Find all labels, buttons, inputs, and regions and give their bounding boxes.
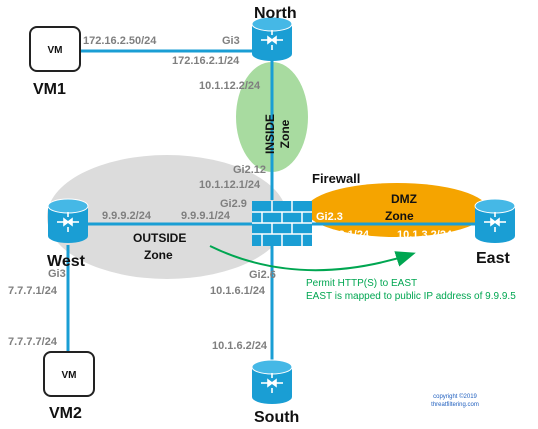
inside-zone-label: INSIDE Zone [263,114,292,154]
firewall-icon [252,201,312,246]
east-ip-label: 10.1.3.2/24 [397,229,453,241]
fw-gi26-ip-label: 10.1.6.1/24 [210,285,266,297]
west-gi3-label: Gi3 [48,268,66,280]
west-ip-label: 9.9.9.2/24 [102,210,152,222]
west-router-icon [47,198,89,244]
annotation-line2: EAST is mapped to public IP address of 9… [306,291,516,302]
north-label: North [254,5,297,22]
north-gi3-label: Gi3 [222,35,240,47]
vm1-label: VM1 [33,81,66,98]
fw-gi26-label: Gi2.6 [249,269,276,281]
traffic-arrow [209,245,416,272]
vm1-box-label: VM [48,45,63,56]
south-ip-label: 10.1.6.2/24 [212,340,268,352]
dmz-zone-label-2: Zone [385,209,414,223]
fw-gi23-label: Gi2.3 [316,211,343,223]
west-gi3-ip-label: 7.7.7.1/24 [8,285,58,297]
inside-zone-label-2: Zone [278,119,292,148]
vm2-ip-label: 7.7.7.7/24 [8,336,58,348]
north-gi3-ip-label: 172.16.2.1/24 [172,55,240,67]
outside-zone-label-1: OUTSIDE [133,231,186,245]
east-router-icon [474,198,516,244]
south-label: South [254,409,299,426]
outside-zone [47,155,287,279]
inside-zone-label-1: INSIDE [263,114,277,154]
vm2-label: VM2 [49,405,82,422]
annotation-line1: Permit HTTP(S) to EAST [306,278,417,289]
fw-gi23-ip-label: 10.1.3.1/24 [314,229,370,241]
south-router-icon [251,359,293,405]
fw-gi212-label: Gi2.12 [233,164,266,176]
north-south-ip-label: 10.1.12.2/24 [199,80,261,92]
fw-gi212-ip-label: 10.1.12.1/24 [199,179,261,191]
fw-gi29-ip-label: 9.9.9.1/24 [181,210,231,222]
copyright-line2: threatfiltering.com [431,402,479,408]
firewall-label: Firewall [312,171,360,186]
vm2-box: VM [43,351,95,397]
dmz-zone-label-1: DMZ [391,192,417,206]
east-label: East [476,250,510,267]
fw-gi29-label: Gi2.9 [220,198,247,210]
vm1-ip-label: 172.16.2.50/24 [83,35,157,47]
vm2-box-label: VM [62,370,77,381]
west-label: West [47,253,86,270]
vm1-box: VM [29,26,81,72]
copyright-line1: copyright ©2019 [433,393,477,400]
outside-zone-label-2: Zone [144,248,173,262]
north-router-icon [251,16,293,62]
